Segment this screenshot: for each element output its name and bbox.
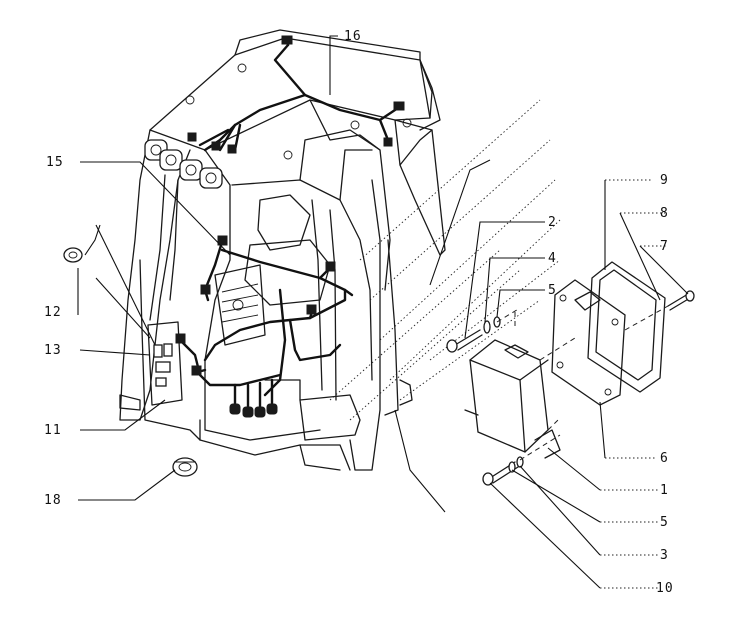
callout-12: 12 [44, 305, 62, 320]
cab-frame [119, 29, 446, 471]
work-lamps [144, 139, 223, 189]
roof-harness [187, 35, 405, 154]
callout-4: 4 [548, 251, 557, 266]
callout-3: 3 [660, 548, 669, 563]
callout-11: 11 [44, 423, 62, 438]
callout-7: 7 [660, 239, 669, 254]
callout-18: 18 [44, 493, 62, 508]
callout-8: 8 [660, 206, 669, 221]
callout-10: 10 [656, 581, 674, 596]
control-unit [464, 339, 561, 459]
cab-harness [175, 235, 354, 418]
callout-labels: 16 15 2 4 5 9 8 7 12 13 11 18 6 1 5 3 10 [44, 29, 674, 596]
callout-2: 2 [548, 215, 557, 230]
fuse-plate [147, 321, 183, 406]
fasteners [446, 290, 695, 486]
grommet-18 [172, 457, 198, 477]
callout-15: 15 [46, 155, 64, 170]
leader-lines [77, 35, 689, 589]
gasket [587, 261, 666, 393]
construction-lines [329, 99, 561, 421]
callout-6: 6 [660, 451, 669, 466]
callout-13: 13 [44, 343, 62, 358]
callout-16: 16 [344, 29, 362, 44]
callout-1: 1 [660, 483, 669, 498]
callout-9: 9 [660, 173, 669, 188]
callout-5-top: 5 [548, 283, 557, 298]
callout-5-bottom: 5 [660, 515, 669, 530]
grommet-12 [63, 247, 83, 263]
